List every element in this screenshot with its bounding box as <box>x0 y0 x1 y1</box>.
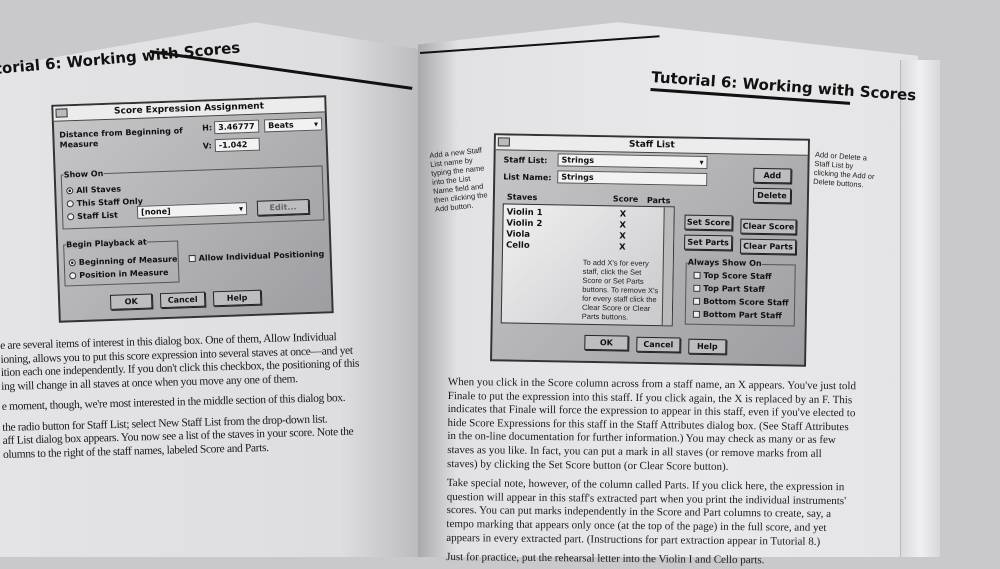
table-row: Violin 2 X <box>506 218 657 230</box>
dropdown-arrow-icon: ▾ <box>238 204 244 214</box>
radio-all-staves[interactable]: All Staves <box>66 184 121 195</box>
set-score-button[interactable]: Set Score <box>684 214 733 231</box>
set-parts-button[interactable]: Set Parts <box>684 234 733 251</box>
v-input[interactable]: -1.042 <box>214 137 261 153</box>
annotation-right: Add or Delete a Staff List by clicking t… <box>812 149 875 190</box>
radio-label: Staff List <box>77 210 119 222</box>
help-button[interactable]: Help <box>688 338 727 355</box>
ok-button[interactable]: OK <box>584 334 629 351</box>
staff-name: Viola <box>506 229 531 240</box>
col-score: Score <box>612 194 639 204</box>
help-button[interactable]: Help <box>212 289 262 307</box>
dialog-title-text: Score Expression Assignment <box>113 101 265 117</box>
scrollbar[interactable] <box>661 207 674 326</box>
staff-list-select[interactable]: Strings ▾ <box>557 153 708 169</box>
hint-text: To add X's for every staff, click the Se… <box>581 257 659 322</box>
radio-icon <box>66 200 74 208</box>
ok-button[interactable]: OK <box>109 293 153 310</box>
checkbox-label: Top Part Staff <box>703 283 765 295</box>
show-on-label: Show On <box>63 169 104 180</box>
score-cell[interactable]: X <box>619 220 627 231</box>
system-menu-icon[interactable] <box>497 137 510 147</box>
checkbox-bottom-part-staff[interactable]: Bottom Part Staff <box>692 309 782 321</box>
score-cell[interactable]: X <box>619 231 626 242</box>
v-label: V: <box>202 141 212 151</box>
checkbox-label: Bottom Part Staff <box>702 309 782 321</box>
staff-list-value: [none] <box>140 206 171 217</box>
col-parts: Parts <box>646 195 671 206</box>
checkbox-label: Allow Individual Positioning <box>198 249 325 263</box>
radio-staff-list[interactable]: Staff List <box>67 211 118 222</box>
paragraph-line: e moment, though, we're most interested … <box>1 391 346 413</box>
h-input[interactable]: 3.46777 <box>213 119 260 135</box>
score-expression-dialog: Score Expression Assignment Distance fro… <box>51 95 334 323</box>
cancel-button[interactable]: Cancel <box>636 336 681 353</box>
dropdown-arrow-icon: ▾ <box>313 119 319 129</box>
staff-list-label: Staff List: <box>503 155 548 166</box>
cancel-button[interactable]: Cancel <box>159 291 206 309</box>
checkbox-bottom-score-staff[interactable]: Bottom Score Staff <box>693 296 789 308</box>
table-row: Viola X <box>506 229 656 241</box>
annotation-left: Add a new Staff List name by typing the … <box>428 145 489 214</box>
system-menu-icon[interactable] <box>55 108 68 118</box>
checkbox-icon <box>692 310 700 318</box>
page-stack <box>900 60 940 557</box>
paragraph-line: Just for practice, put the rehearsal let… <box>446 551 765 567</box>
staff-name: Cello <box>505 240 530 251</box>
checkbox-icon <box>693 271 701 279</box>
radio-icon <box>69 272 77 280</box>
score-cell[interactable]: X <box>618 242 626 253</box>
allow-individual-checkbox[interactable]: Allow Individual Positioning <box>188 249 325 263</box>
list-name-label: List Name: <box>503 172 552 183</box>
radio-icon <box>67 213 75 221</box>
checkbox-label: Bottom Score Staff <box>703 296 789 308</box>
table-row: Violin 1 X <box>507 207 657 219</box>
right-body-text: When you click in the Score column acros… <box>446 376 856 569</box>
radio-icon <box>68 259 76 267</box>
units-value: Beats <box>267 120 294 131</box>
add-button[interactable]: Add <box>753 167 792 184</box>
units-select[interactable]: Beats ▾ <box>263 117 323 133</box>
checkbox-top-score-staff[interactable]: Top Score Staff <box>693 270 772 282</box>
checkbox-icon <box>188 254 196 263</box>
dialog-title-text: Staff List <box>628 139 675 151</box>
h-label: H: <box>202 123 213 133</box>
always-show-on-label: Always Show On <box>687 257 762 268</box>
delete-button[interactable]: Delete <box>752 187 792 204</box>
radio-label: All Staves <box>76 184 122 196</box>
col-staves: Staves <box>506 192 538 203</box>
checkbox-icon <box>693 284 701 292</box>
checkbox-top-part-staff[interactable]: Top Part Staff <box>693 284 765 294</box>
staff-name: Violin 1 <box>506 207 543 219</box>
dropdown-arrow-icon: ▾ <box>699 157 704 167</box>
dialog-title: Staff List <box>495 135 808 156</box>
table-row: Cello X <box>506 240 656 252</box>
staff-name: Violin 2 <box>506 218 543 230</box>
radio-icon <box>66 187 74 195</box>
distance-label: Distance from Beginning of Measure <box>59 126 183 150</box>
checkbox-label: Top Score Staff <box>703 270 772 282</box>
score-cell[interactable]: X <box>619 209 627 220</box>
left-body-text: e are several items of interest in this … <box>0 331 361 462</box>
list-name-input[interactable]: Strings <box>557 170 708 186</box>
staff-list-value: Strings <box>561 155 595 166</box>
staff-list-dialog: Staff List Staff List: Strings ▾ List Nam… <box>490 133 810 367</box>
clear-score-button[interactable]: Clear Score <box>740 218 797 235</box>
checkbox-icon <box>693 297 701 305</box>
clear-parts-button[interactable]: Clear Parts <box>739 238 797 255</box>
edit-button[interactable]: Edit... <box>256 198 310 216</box>
